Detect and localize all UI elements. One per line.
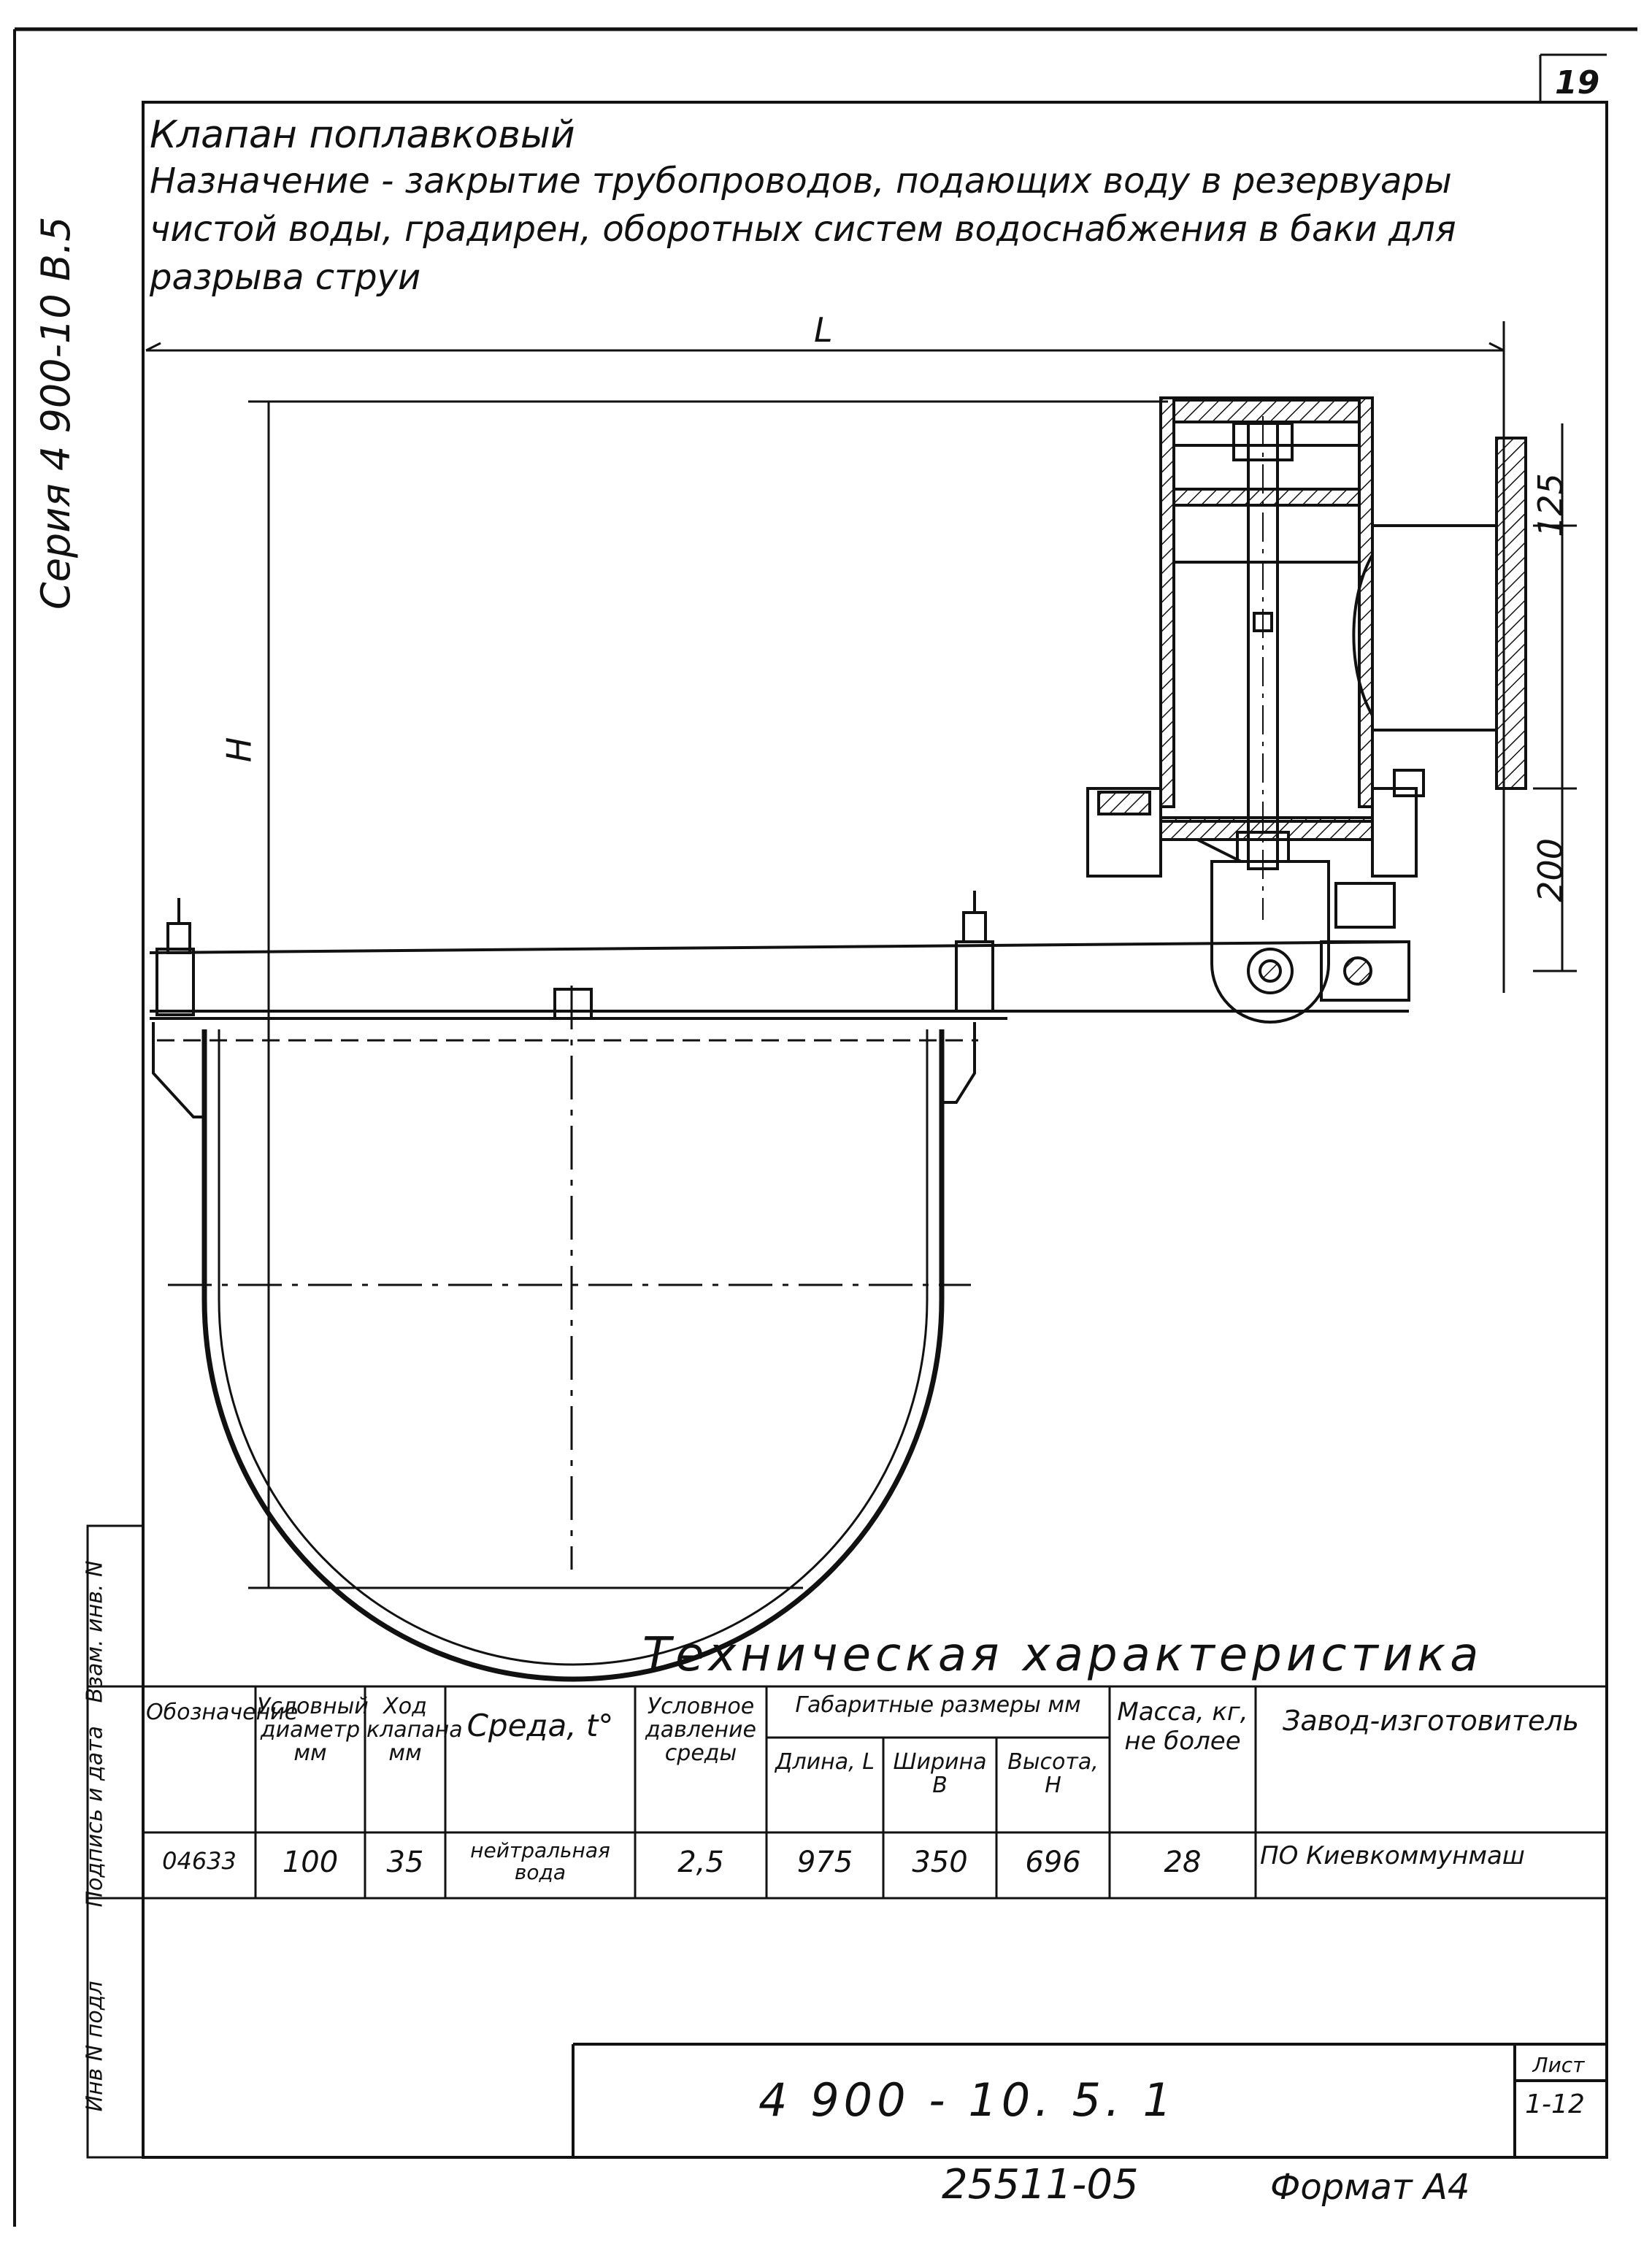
cell-width: 350 — [912, 1846, 968, 1879]
header-width: Ширина В — [893, 1749, 987, 1798]
header-pressure: Условное давление среды — [645, 1694, 756, 1766]
series-label: Серия 4 900-10 В.5 — [33, 216, 79, 610]
cell-maker: ПО Киевкоммунмаш — [1260, 1841, 1525, 1870]
dimension-H-label: H — [219, 737, 259, 763]
cell-length: 975 — [796, 1846, 853, 1879]
side-stamp-signature-date: Подпись и дата — [82, 1726, 108, 1908]
float-tank — [157, 986, 978, 1682]
header-length: Длина, L — [775, 1749, 875, 1775]
cell-pressure: 2,5 — [677, 1846, 724, 1879]
tech-table-grid — [143, 1685, 1607, 1900]
dimension-125-200 — [1533, 423, 1577, 972]
dimension-125-label: 125 — [1530, 473, 1570, 537]
drawing-title: Клапан поплавковый — [150, 113, 575, 157]
format-label: Формат А4 — [1270, 2167, 1470, 2208]
cell-medium: нейтральная вода — [470, 1838, 610, 1884]
list-label: Лист — [1532, 2053, 1585, 2077]
side-stamp-inv-no: Инв N подл — [82, 1981, 108, 2112]
title-block-grid — [572, 2043, 1607, 2157]
drawing-purpose: Назначение - закрытие трубопроводов, под… — [150, 161, 1456, 298]
header-stroke: Ход клапана мм — [366, 1694, 463, 1766]
cell-mass: 28 — [1164, 1846, 1202, 1879]
side-stamp-frame — [86, 1524, 145, 2159]
sheet-number: 19 — [1555, 64, 1600, 101]
tech-characteristic-title: Техническая характеристика — [642, 1628, 1483, 1682]
header-designation: Обозначение — [146, 1700, 299, 1725]
dimension-L-label: L — [814, 310, 833, 350]
lever-beam — [149, 891, 1410, 1118]
list-value: 1-12 — [1525, 2089, 1585, 2119]
dimension-H — [248, 400, 1168, 1589]
side-stamp-replace-inv: Взам. инв. N — [82, 1560, 108, 1703]
dimension-200-label: 200 — [1530, 838, 1570, 902]
header-maker: Завод-изготовитель — [1282, 1705, 1580, 1737]
header-medium: Среда, t° — [466, 1708, 614, 1743]
cell-diameter: 100 — [282, 1846, 339, 1879]
header-height: Высота, Н — [1007, 1749, 1099, 1798]
cell-stroke: 35 — [386, 1846, 424, 1879]
cell-height: 696 — [1025, 1846, 1081, 1879]
header-mass: Масса, кг, не более — [1117, 1697, 1248, 1756]
sheet-frame — [13, 27, 1637, 2227]
header-dims-group: Габаритные размеры мм — [795, 1692, 1081, 1718]
archive-number: 25511-05 — [942, 2161, 1139, 2208]
valve-body — [1086, 396, 1527, 1024]
cell-designation: 04633 — [162, 1847, 237, 1875]
header-diameter: Условный диаметр мм — [257, 1694, 369, 1766]
document-code: 4 900 - 10. 5. 1 — [758, 2073, 1176, 2127]
